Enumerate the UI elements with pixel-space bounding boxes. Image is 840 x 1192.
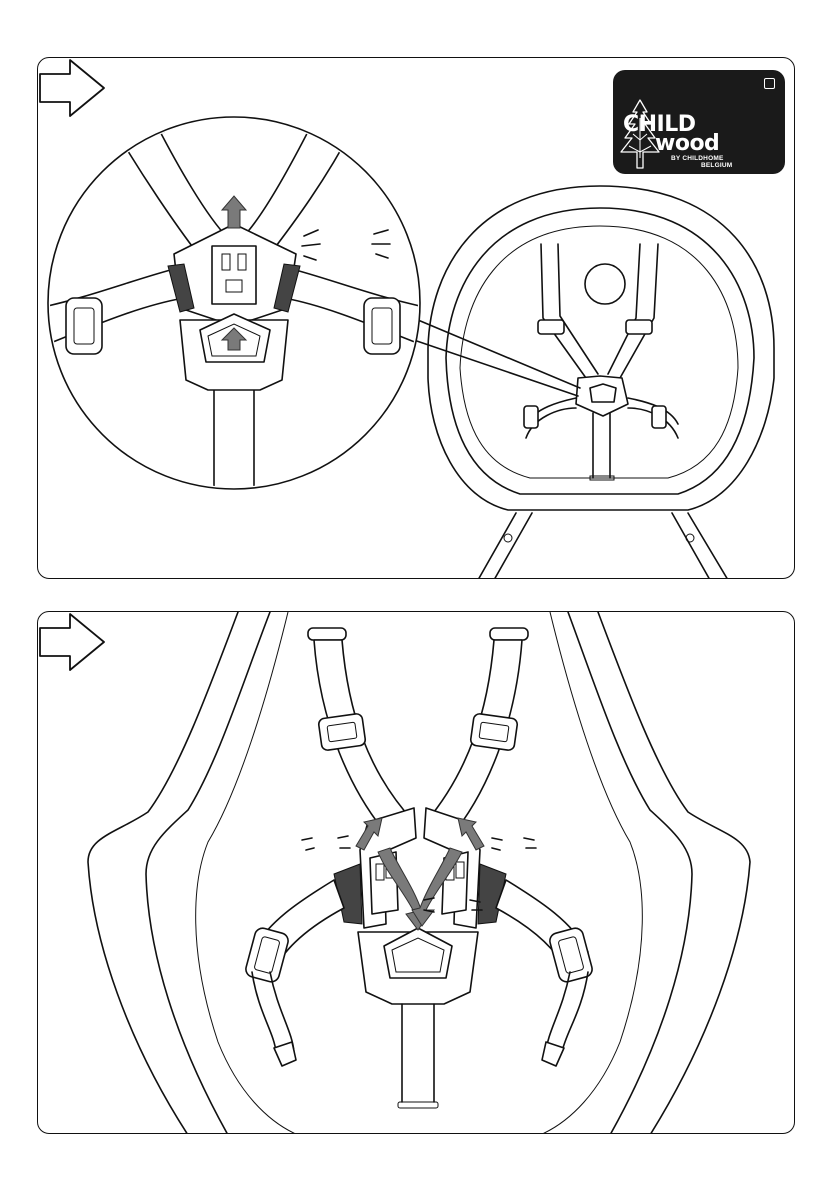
step-panel-2 — [37, 611, 795, 1134]
zoom-adjuster-left — [66, 298, 102, 354]
logo-line-4: BELGIUM — [701, 163, 732, 170]
seat-edge-right — [598, 612, 750, 1134]
chair-strap-right — [608, 244, 658, 378]
chair-strap-left — [541, 244, 598, 378]
strap-adjuster-side-left — [244, 926, 290, 983]
logo-square-icon — [764, 78, 775, 89]
childwood-logo: CHILD wood BY CHILDHOME BELGIUM — [613, 70, 785, 174]
click-marks-right-icon — [492, 838, 536, 850]
tree-icon — [613, 98, 667, 172]
click-marks-left-icon — [302, 836, 350, 850]
step-arrow-icon-2 — [38, 612, 108, 672]
strap-end-left — [252, 972, 294, 1052]
chair-crotch-strap — [593, 413, 610, 478]
crotch-strap — [402, 1004, 434, 1102]
step-panel-1: CHILD wood BY CHILDHOME BELGIUM — [37, 57, 795, 579]
seat-edge-left — [88, 612, 238, 1134]
chair-shell — [428, 186, 774, 510]
panel-2-illustration — [38, 612, 795, 1134]
step-arrow-icon — [38, 58, 108, 118]
chair-leg-left — [478, 513, 532, 579]
chair-leg-right — [672, 513, 728, 579]
seat-hole — [585, 264, 625, 304]
strap-end-right — [546, 972, 588, 1052]
strap-adjuster-upper-right — [470, 713, 518, 751]
strap-adjuster-upper-left — [318, 713, 366, 751]
zoom-adjuster-right — [364, 298, 400, 354]
